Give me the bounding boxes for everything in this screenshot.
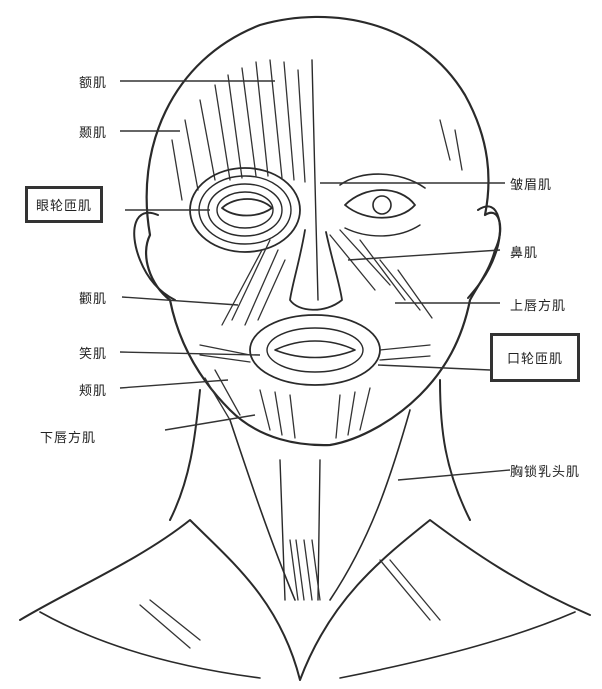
mouth (250, 315, 380, 385)
label-orbicularis-oris: 口轮匝肌 (490, 333, 580, 382)
label-risorius: 笑肌 (79, 343, 107, 362)
neck-right (440, 380, 470, 520)
label-levator-labii: 上唇方肌 (510, 295, 566, 314)
label-sternocleidomastoid: 胸锁乳头肌 (510, 461, 580, 480)
left-ear (134, 213, 175, 300)
neck-left (170, 390, 200, 520)
label-frontalis: 额肌 (79, 72, 107, 91)
label-corrugator: 皱眉肌 (510, 174, 552, 193)
label-depressor-labii: 下唇方肌 (40, 427, 96, 446)
label-buccinator: 颊肌 (79, 380, 107, 399)
label-nasalis: 鼻肌 (510, 242, 538, 261)
leader-lines (120, 81, 510, 480)
label-temporalis: 颞肌 (79, 122, 107, 141)
label-orbicularis-oculi: 眼轮匝肌 (25, 186, 103, 223)
label-zygomaticus: 颧肌 (79, 288, 107, 307)
